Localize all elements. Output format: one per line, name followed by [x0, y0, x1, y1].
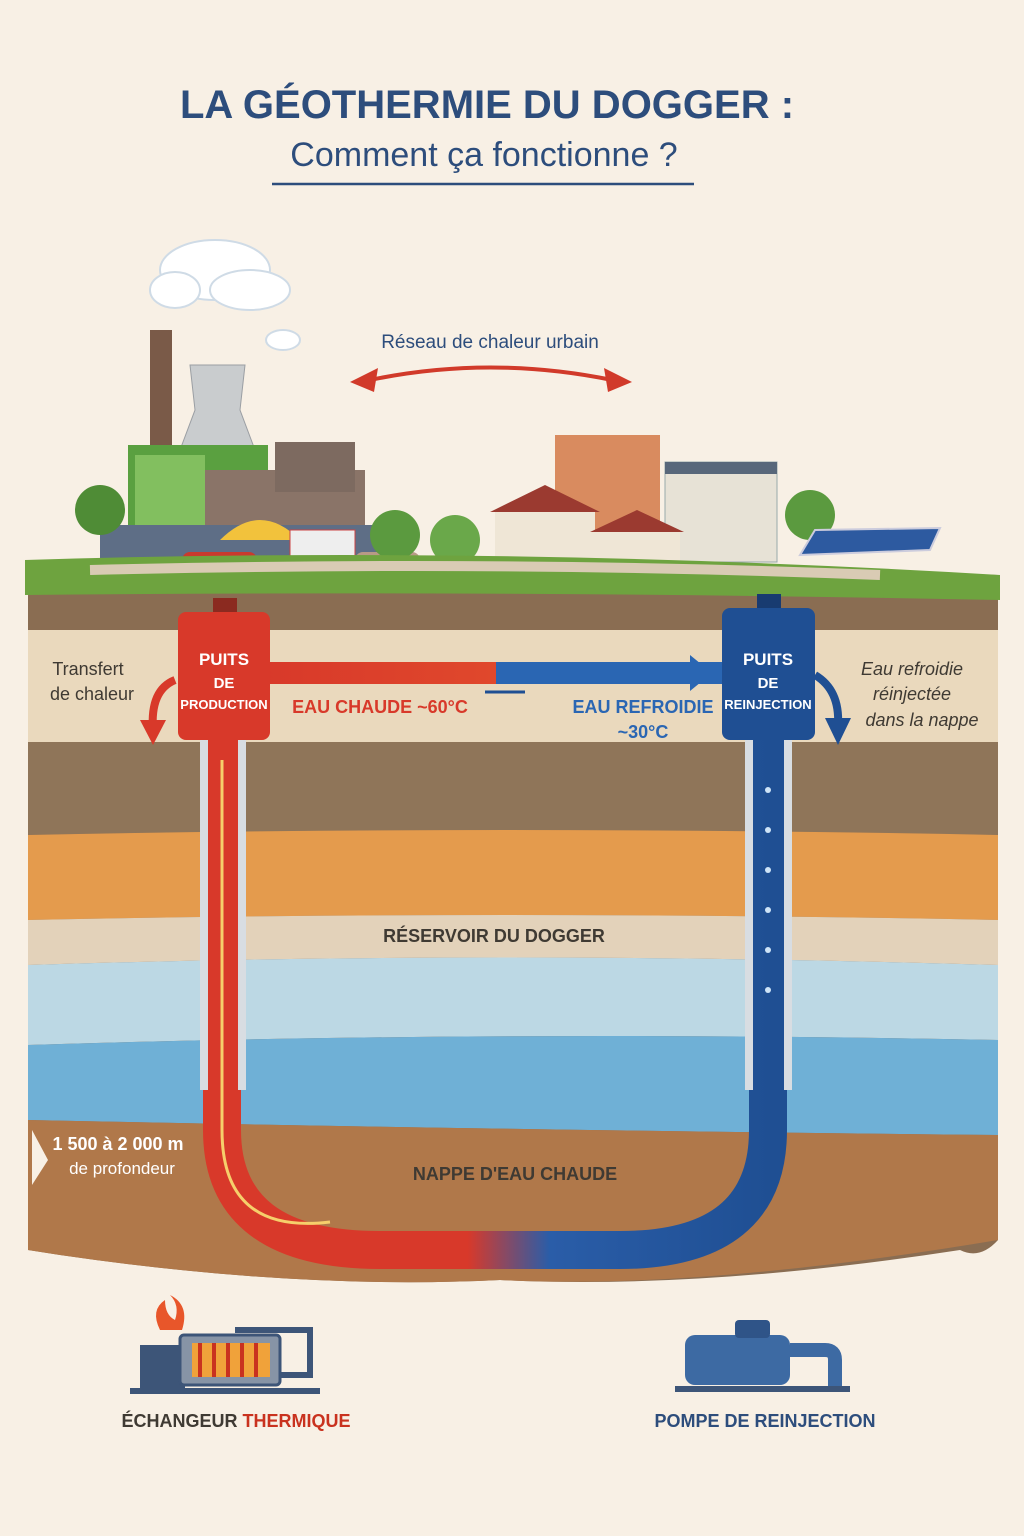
page-title: LA GÉOTHERMIE DU DOGGER : [180, 82, 794, 127]
production-well-label: DE [214, 675, 235, 692]
depth-label: 1 500 à 2 000 m [52, 1134, 183, 1154]
exchanger-label: ÉCHANGEUR THERMIQUE [121, 1410, 350, 1431]
production-casing [238, 740, 246, 1090]
page-subtitle: Comment ça fonctionne ? [290, 136, 677, 174]
reinjected-label: réinjectée [873, 684, 951, 704]
heat-network-label: Réseau de chaleur urbain [381, 332, 599, 353]
reinjection-casing [784, 740, 792, 1090]
depth-label: de profondeur [69, 1159, 175, 1178]
town-buildings [370, 435, 942, 565]
double-arrow-icon [350, 365, 632, 392]
reinjection-well: PUITS DE REINJECTION [722, 594, 815, 740]
production-well-label: PRODUCTION [180, 697, 267, 712]
reinjection-bubbles [765, 787, 771, 993]
smoke-cloud [149, 239, 301, 351]
reservoir-label: RÉSERVOIR DU DOGGER [383, 925, 605, 946]
arrow-right-icon [690, 655, 712, 691]
production-casing [200, 740, 208, 1090]
arrow-down-icon [825, 718, 851, 745]
cold-water-temp-label: ~30°C [618, 722, 669, 742]
surface-connector-pipe [265, 662, 727, 684]
hot-flow-line [220, 760, 331, 1225]
reinjected-label: Eau refroidie [861, 659, 963, 679]
depth-marker [32, 1130, 48, 1185]
pump-label: POMPE DE REINJECTION [654, 1411, 875, 1431]
heat-transfer-label: de chaleur [50, 684, 134, 704]
reinjection-well-label: REINJECTION [724, 697, 811, 712]
production-well: PUITS DE PRODUCTION [178, 598, 270, 740]
reinjected-label: dans la nappe [865, 710, 978, 730]
reinjection-well-label: DE [758, 675, 779, 692]
arrow-down-icon [140, 720, 166, 745]
power-plant [75, 330, 420, 580]
hot-water-label: EAU CHAUDE ~60°C [292, 697, 468, 717]
cold-water-label: EAU REFROIDIE [572, 697, 713, 717]
heat-transfer-label: Transfert [52, 659, 123, 679]
pump-icon [675, 1320, 850, 1392]
reinjection-casing [745, 740, 753, 1090]
heat-exchanger-icon [130, 1295, 320, 1394]
production-well-label: PUITS [199, 650, 249, 669]
aquifer-label: NAPPE D'EAU CHAUDE [413, 1164, 617, 1184]
reinjection-well-label: PUITS [743, 650, 793, 669]
